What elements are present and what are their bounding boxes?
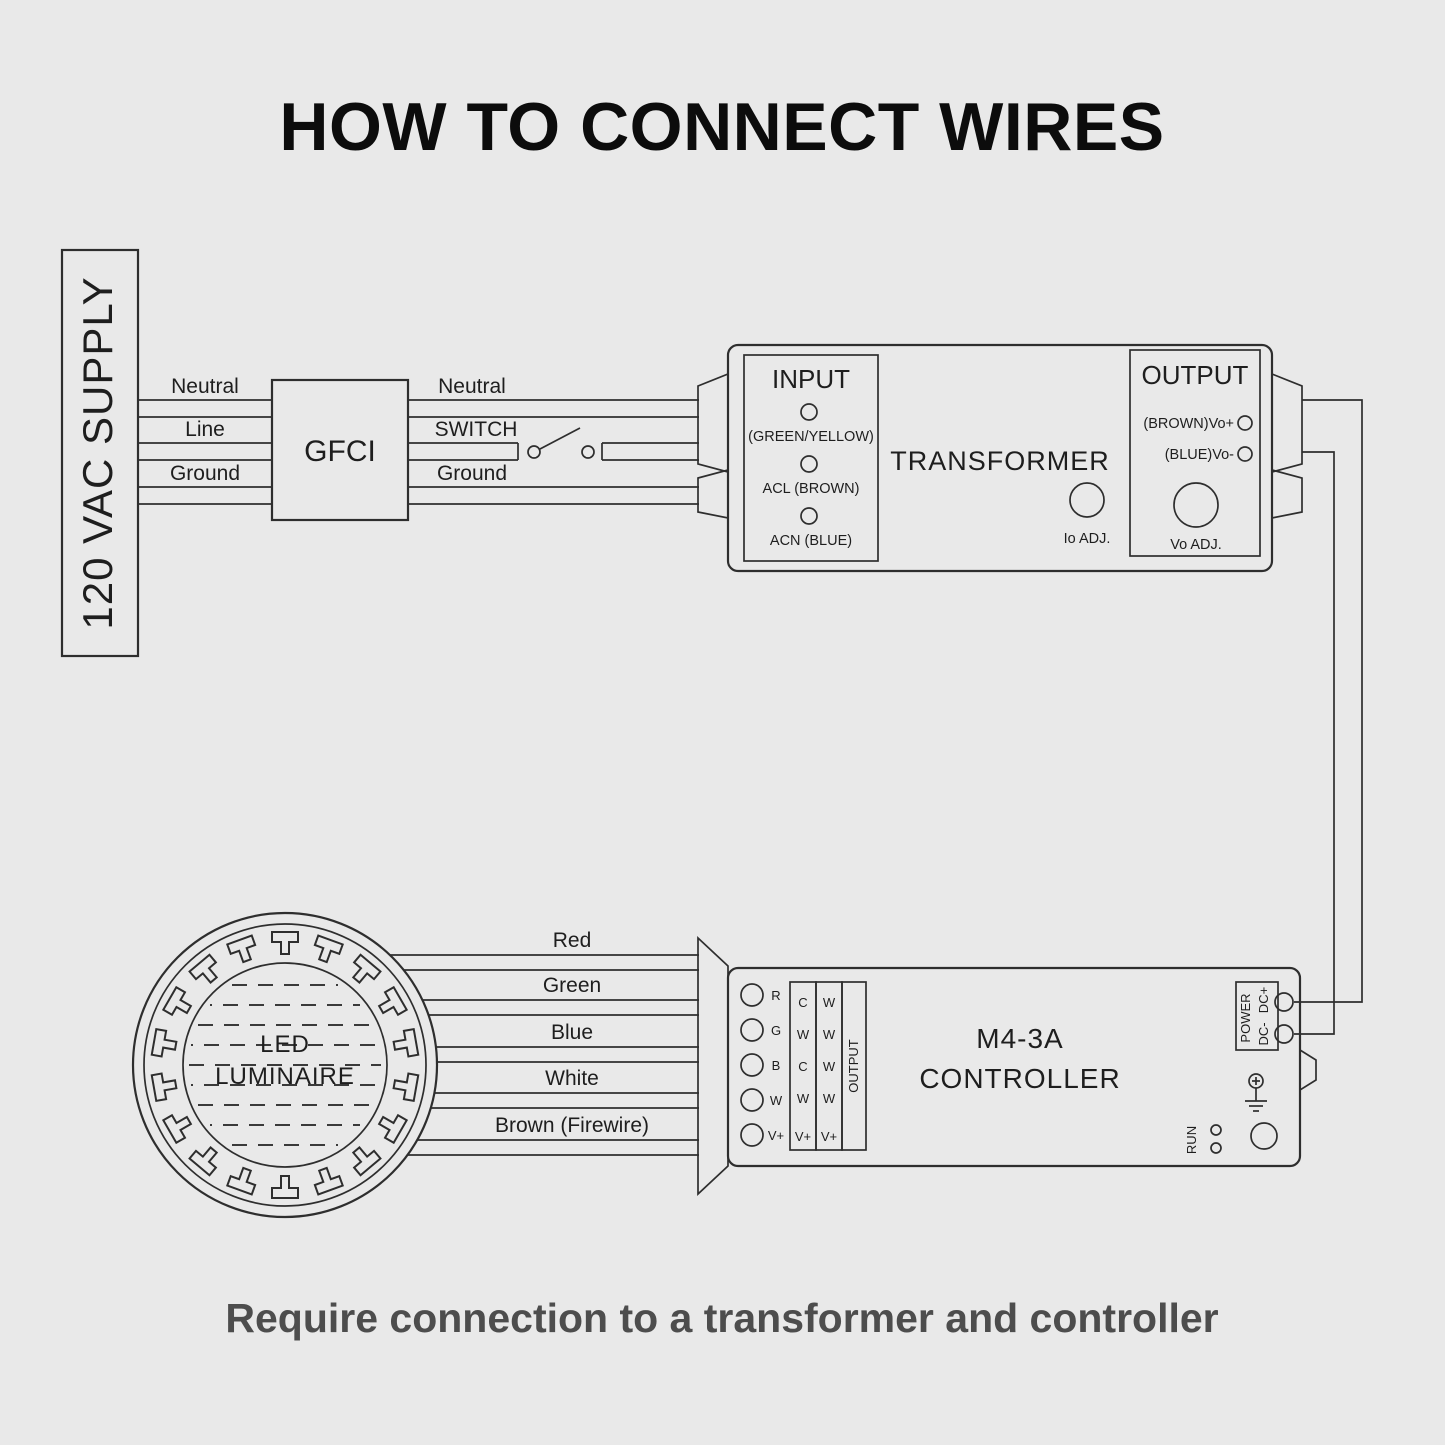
transformer-output-heading: OUTPUT (1142, 360, 1249, 390)
screw-label-b: B (772, 1058, 781, 1073)
supply-wire-neutral-label: Neutral (171, 375, 239, 398)
strip1-label-5: V+ (795, 1129, 811, 1144)
transformer-input-box (743, 354, 879, 562)
gfci-wire-neutral-label: Neutral (438, 375, 506, 398)
gfci-label: GFCI (304, 435, 376, 468)
wire-white-label: White (545, 1067, 599, 1090)
io-adj-label: Io ADJ. (1064, 531, 1111, 547)
strip2-label-1: W (823, 995, 836, 1010)
power-terminal-block (1235, 981, 1279, 1051)
gfci-wire-ground-label: Ground (437, 462, 507, 485)
supply-wire-line-label: Line (185, 418, 225, 441)
output-terminal-2-label: (BLUE)Vo- (1165, 447, 1234, 463)
input-terminal-1-label: (GREEN/YELLOW) (748, 429, 874, 445)
strip2-label-2: W (823, 1027, 836, 1042)
strip1-label-2: W (797, 1027, 810, 1042)
terminal-strip-output (841, 981, 867, 1151)
io-adj-knob (1069, 482, 1105, 518)
gfci-output-wires (408, 399, 699, 505)
strip2-label-3: W (823, 1059, 836, 1074)
strip2-label-5: V+ (821, 1129, 837, 1144)
luminaire-label-line2: LUMINAIRE (215, 1063, 355, 1090)
vo-adj-knob (1173, 482, 1219, 528)
switch-symbol (527, 427, 595, 459)
gfci-box (270, 378, 410, 522)
page-title: HOW TO CONNECT WIRES (279, 89, 1164, 165)
strip1-label-3: C (798, 1059, 807, 1074)
strip1-label-1: C (798, 995, 807, 1010)
power-label: POWER (1238, 993, 1253, 1042)
transformer-output-box (1129, 349, 1261, 557)
supply-wire-ground-label: Ground (170, 462, 240, 485)
screw-label-w: W (770, 1093, 783, 1108)
ground-symbol-icon (1245, 1073, 1267, 1112)
transformer-box (726, 343, 1274, 573)
controller-output-label: OUTPUT (846, 1039, 861, 1093)
controller-side-tab (1299, 1048, 1317, 1092)
lens-texture (189, 984, 381, 1146)
gfci-wire-switch-label: SWITCH (435, 418, 518, 441)
output-terminal-1-label: (BROWN)Vo+ (1143, 416, 1234, 432)
supply-label: 120 VAC SUPPLY (74, 276, 121, 629)
input-terminal-2-label: ACL (BROWN) (763, 481, 860, 497)
transformer-input-heading: INPUT (772, 364, 850, 394)
vo-adj-label: Vo ADJ. (1170, 537, 1222, 553)
dc-power-wires (1294, 399, 1363, 1035)
screw-label-g: G (771, 1023, 781, 1038)
output-terminal-1 (1237, 415, 1253, 431)
dc-minus-terminal (1274, 1024, 1294, 1044)
run-led-2 (1210, 1142, 1222, 1154)
supply-wires (138, 399, 272, 505)
screw-label-vplus: V+ (768, 1128, 784, 1143)
luminaire-wires (390, 954, 699, 1156)
input-terminal-3 (800, 507, 818, 525)
screw-label-r: R (771, 988, 780, 1003)
led-luminaire: LED LUMINAIRE (131, 911, 439, 1219)
wire-brown-label: Brown (Firewire) (495, 1114, 649, 1137)
run-led-1 (1210, 1124, 1222, 1136)
transformer-label: TRANSFORMER (890, 446, 1110, 476)
input-terminal-3-label: ACN (BLUE) (770, 533, 852, 549)
run-label: RUN (1184, 1126, 1199, 1154)
output-terminal-2 (1237, 446, 1253, 462)
luminaire-label-line1: LED (260, 1031, 310, 1058)
dc-plus-terminal (1274, 992, 1294, 1012)
wire-red-label: Red (553, 929, 592, 952)
supply-box (60, 248, 140, 658)
controller-screw-terminals (740, 983, 764, 1147)
dc-minus-label: DC- (1256, 1022, 1271, 1045)
controller-mount-hole (1250, 1122, 1278, 1150)
controller-name-line1: M4-3A (976, 1023, 1063, 1054)
strip1-label-4: W (797, 1091, 810, 1106)
caption: Require connection to a transformer and … (225, 1295, 1218, 1341)
input-terminal-1 (800, 403, 818, 421)
wire-green-label: Green (543, 974, 601, 997)
strip2-label-4: W (823, 1091, 836, 1106)
controller-connector (697, 936, 729, 1196)
dc-plus-label: DC+ (1256, 987, 1271, 1013)
input-terminal-2 (800, 455, 818, 473)
controller-name-line2: CONTROLLER (919, 1063, 1120, 1094)
wire-blue-label: Blue (551, 1021, 593, 1044)
